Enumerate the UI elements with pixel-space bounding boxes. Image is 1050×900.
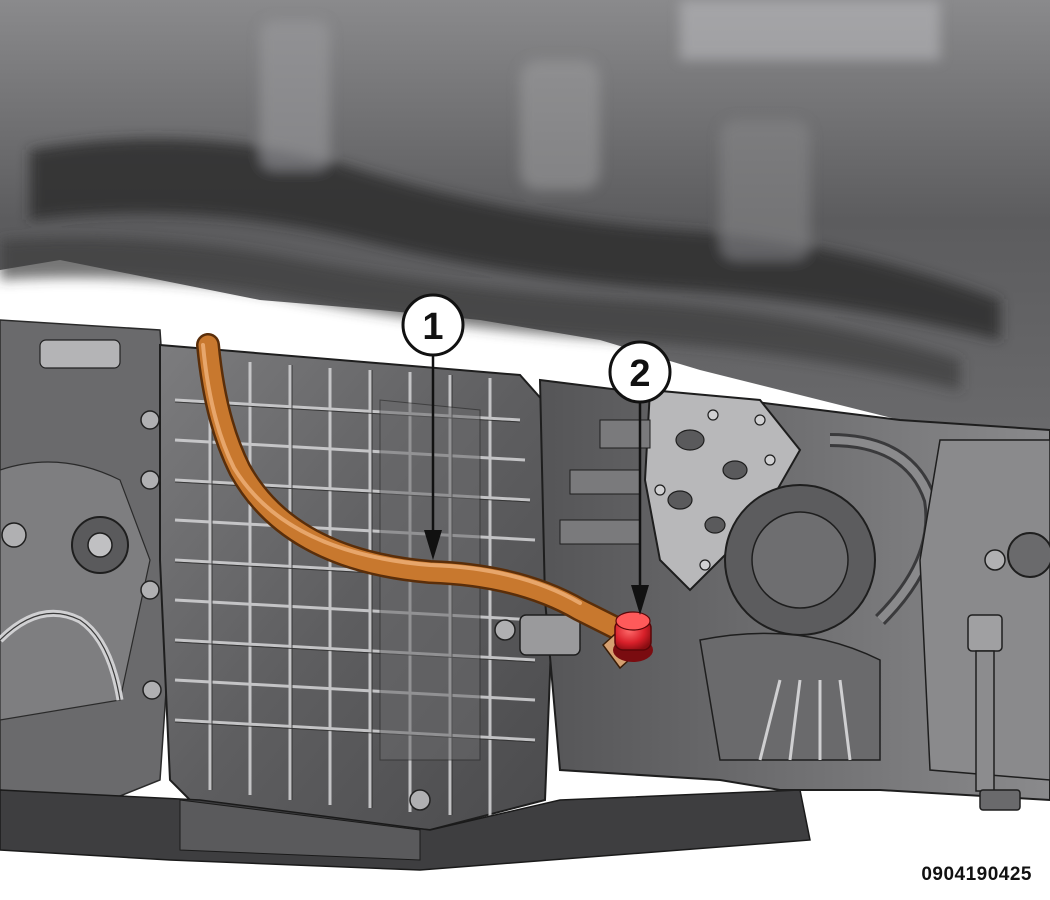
callout-1-label: 1 <box>422 306 443 348</box>
callout-2-label: 2 <box>629 353 650 395</box>
drain-plug <box>613 611 653 662</box>
transmission-housing <box>519 378 1050 811</box>
figure-id: 0904190425 <box>921 864 1032 885</box>
callout-2-arrowhead <box>631 585 649 615</box>
callout-2: 2 <box>608 340 672 615</box>
callout-1-arrowhead <box>424 530 442 560</box>
callout-1: 1 <box>401 293 465 560</box>
lower-base <box>0 789 811 871</box>
left-housing <box>0 319 176 801</box>
